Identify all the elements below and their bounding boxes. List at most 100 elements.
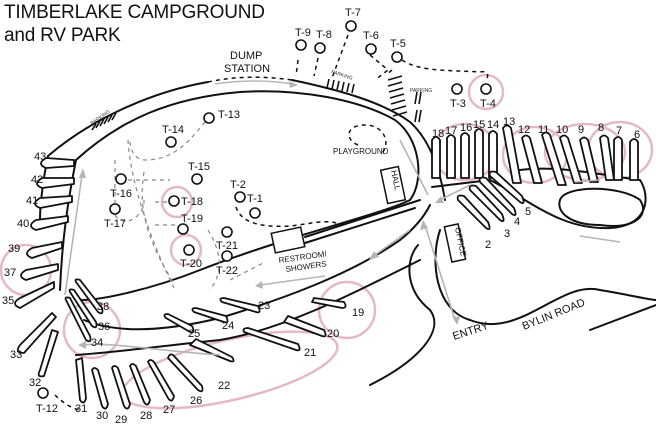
trail-t12 — [54, 394, 83, 411]
rv-site-42 — [36, 177, 75, 189]
label-site-14: 14 — [487, 119, 499, 131]
label-t6: T-6 — [363, 30, 379, 42]
label-t13: T-13 — [218, 109, 240, 121]
label-site-4: 4 — [514, 216, 520, 228]
trail-t6 — [369, 54, 390, 81]
label-t17: T-17 — [104, 218, 126, 230]
rv-site-5 — [488, 170, 525, 205]
road-top-inner — [75, 90, 420, 201]
buildings — [270, 165, 467, 263]
arrowhead-right-loop-exit — [435, 196, 444, 203]
label-t2: T-2 — [230, 179, 246, 191]
label-hall: HALL — [389, 170, 402, 192]
label-site-22: 22 — [218, 380, 230, 392]
arrow-entry — [424, 224, 456, 321]
label-site-19: 19 — [352, 307, 364, 319]
tent-site-t9-marker — [295, 39, 307, 51]
label-site-34: 34 — [91, 337, 103, 349]
label-site-3: 3 — [504, 228, 510, 240]
trails — [54, 34, 489, 411]
road-lower-diagonal-bottom — [75, 259, 421, 356]
rv-site-41 — [34, 195, 73, 209]
rv-site-37 — [20, 263, 59, 281]
label-site-31: 31 — [75, 403, 87, 415]
labels: DUMP STATION PLAYGROUND HALL OFFICE REST… — [2, 7, 640, 426]
tent-site-t19-marker — [177, 223, 189, 235]
arrow-right-loop-exit — [439, 184, 471, 201]
rv-site-16 — [460, 132, 470, 179]
rv-site-28 — [129, 363, 151, 406]
label-site-10: 10 — [556, 124, 568, 136]
label-t21: T-21 — [216, 240, 238, 252]
label-parking-right: PARKING — [410, 88, 432, 94]
rv-sites-left-column — [14, 157, 75, 378]
rv-site-24 — [191, 307, 229, 324]
trail-t8 — [313, 57, 319, 77]
rv-sites-19-25 — [163, 297, 347, 363]
arrowhead-inner-bottom — [255, 281, 263, 289]
label-t19: T-19 — [181, 213, 203, 225]
label-site-23: 23 — [258, 300, 270, 312]
label-site-20: 20 — [327, 328, 339, 340]
trail-t1-t2 — [235, 206, 341, 228]
label-site-13: 13 — [503, 116, 515, 128]
tent-site-t5-marker — [391, 51, 403, 63]
label-t14: T-14 — [162, 124, 184, 136]
label-site-8: 8 — [598, 122, 604, 134]
rv-sites-bottom-row — [75, 353, 204, 410]
rv-site-17 — [446, 134, 456, 179]
arrowhead-entry-down — [452, 316, 460, 325]
tent-site-t4-marker — [480, 83, 492, 95]
rv-site-32 — [37, 329, 59, 378]
label-dump-station-2: STATION — [224, 63, 270, 75]
label-site-16: 16 — [460, 122, 472, 134]
flow-arrows — [64, 80, 621, 356]
highlight-site-19 — [317, 280, 377, 340]
tent-site-t12-marker — [37, 387, 49, 399]
road-entry-left — [369, 244, 436, 386]
tent-site-t3-marker — [451, 83, 463, 95]
bylin-road-segment — [589, 304, 656, 331]
rv-site-6 — [629, 138, 639, 181]
tent-site-t15-marker — [191, 173, 203, 185]
highlight-sites-9-10 — [543, 122, 627, 182]
rv-site-15 — [474, 128, 484, 179]
label-site-24: 24 — [222, 320, 234, 332]
rv-site-31 — [75, 357, 87, 404]
label-playground: PLAYGROUND — [333, 147, 389, 156]
label-t8: T-8 — [316, 29, 332, 41]
rv-site-29 — [111, 365, 131, 410]
road-entry-right — [434, 229, 656, 326]
tent-site-t20-marker — [183, 244, 195, 256]
rv-site-12 — [521, 134, 543, 184]
rv-site-39 — [26, 241, 63, 259]
right-loop-island — [558, 187, 645, 227]
label-t20: T-20 — [180, 258, 202, 270]
road-lower-diagonal-top — [83, 204, 431, 331]
rv-site-18 — [431, 136, 441, 179]
label-site-11: 11 — [538, 124, 549, 136]
rv-site-4 — [478, 176, 517, 217]
rv-site-21 — [242, 327, 301, 352]
parking-areas — [91, 75, 422, 131]
tent-site-t22-marker — [221, 250, 233, 262]
rv-site-25 — [163, 313, 195, 334]
rv-site-20 — [283, 315, 327, 338]
trail-t9 — [295, 59, 299, 77]
tent-site-t1-marker — [249, 207, 261, 219]
label-t16: T-16 — [110, 188, 132, 200]
arrowhead-lower-diagonal — [369, 251, 379, 260]
rv-site-9 — [579, 136, 599, 183]
rv-site-40 — [30, 215, 69, 231]
rv-site-13 — [502, 124, 522, 184]
arrowhead-left-road — [79, 168, 86, 178]
trail-t5 — [385, 69, 393, 76]
arrow-right-loop-bottom — [579, 235, 621, 243]
label-bylin-road: BYLIN ROAD — [521, 297, 587, 333]
label-parking-top: PARKING — [330, 69, 353, 82]
tent-site-t8-marker — [314, 42, 326, 54]
rv-site-22 — [189, 338, 235, 363]
label-dump-station-1: DUMP — [230, 50, 262, 62]
tent-site-t18-marker — [168, 195, 180, 207]
label-t7: T-7 — [345, 7, 361, 19]
